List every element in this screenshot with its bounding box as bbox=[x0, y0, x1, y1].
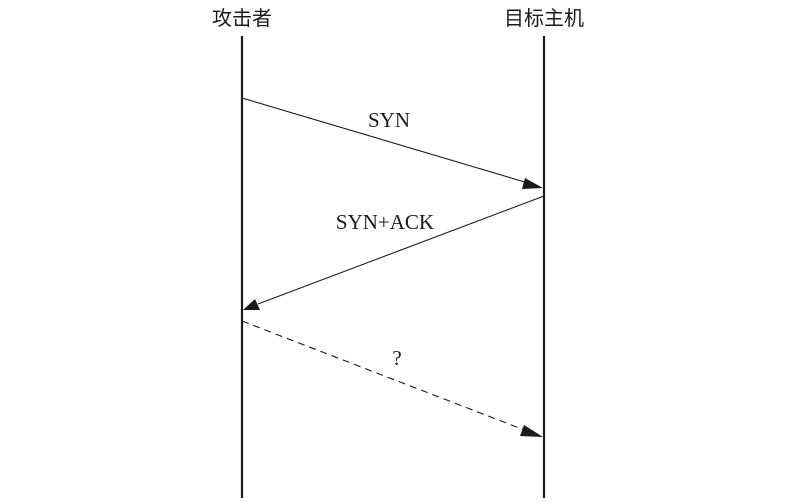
message-unknown-label: ? bbox=[392, 346, 401, 370]
message-syn-arrow-line bbox=[241, 97, 529, 184]
message-unknown-arrowhead bbox=[520, 425, 543, 437]
message-synack-arrowhead bbox=[243, 299, 260, 310]
message-syn-label: SYN bbox=[368, 108, 410, 132]
message-syn-arrowhead bbox=[522, 178, 543, 189]
message-unknown-arrow-line bbox=[241, 320, 528, 432]
message-synack-label: SYN+ACK bbox=[336, 210, 434, 234]
message-synack-arrow-line bbox=[257, 195, 545, 305]
participant-label-target: 目标主机 bbox=[504, 6, 584, 30]
participant-label-attacker: 攻击者 bbox=[212, 6, 272, 30]
